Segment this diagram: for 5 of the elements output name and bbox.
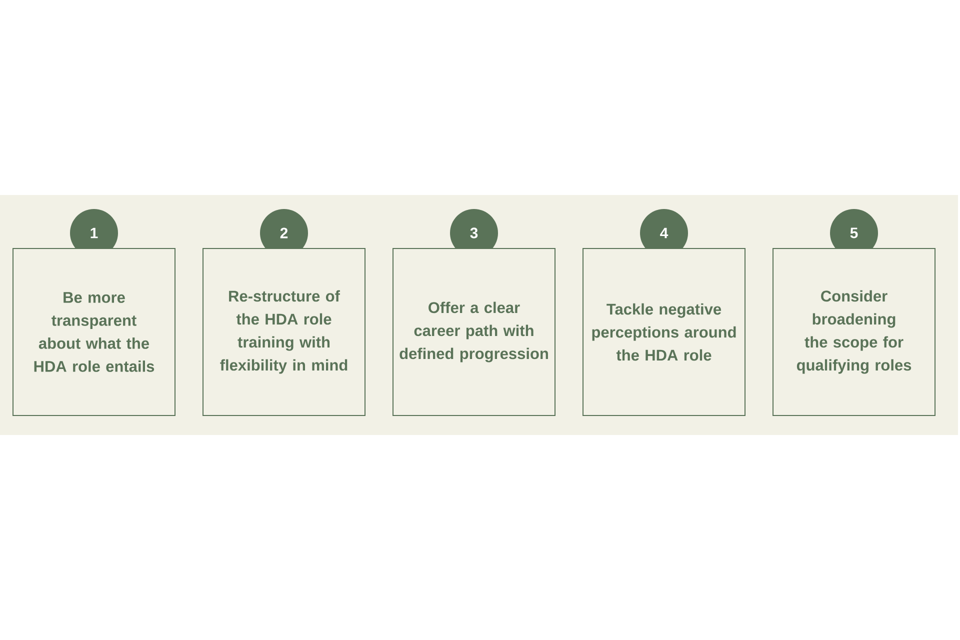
text-box: Re-structure of the HDA role training with flexibility in mind <box>202 248 366 416</box>
text-box: Offer a clear career path with defined progression <box>392 248 556 416</box>
text-box: Be more transparent about what the HDA role entails <box>12 248 176 416</box>
text-box: Tackle negative perceptions around the HDA role <box>582 248 746 416</box>
text-box: Consider broadening the scope for qualifying roles <box>772 248 936 416</box>
